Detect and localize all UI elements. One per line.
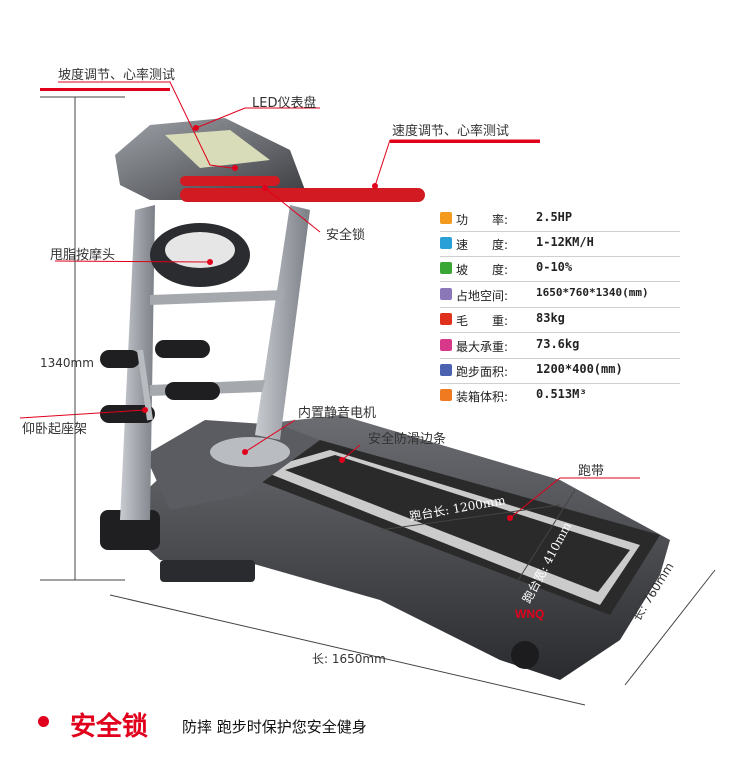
callout-belt: 跑带 (578, 464, 605, 479)
situp-pad-mid (165, 382, 220, 400)
spec-label: 坡 度: (456, 263, 509, 277)
wheel (511, 641, 539, 669)
load-icon (440, 339, 452, 351)
callout-safety-key: 安全锁 (326, 228, 366, 243)
callout-speed-hr: 速度调节、心率测试 (392, 124, 510, 139)
spec-label: 功 率: (456, 213, 509, 227)
motor-hood-accent (210, 437, 290, 467)
bottom-title: 安全锁 (70, 712, 149, 742)
spec-value: 73.6kg (536, 337, 580, 351)
spec-row-speed: 速 度: 1-12KM/H (440, 233, 680, 257)
brand-logo: WNQ (515, 607, 544, 621)
dimension-height: 1340mm (40, 356, 94, 370)
spec-value: 1200*400(mm) (536, 362, 623, 376)
belt-area-icon (440, 364, 452, 376)
spec-row-footprint: 占地空间: 1650*760*1340(mm) (440, 284, 680, 308)
spec-value: 0.513M³ (536, 387, 587, 401)
situp-pad-top (155, 340, 210, 358)
right-upright (255, 205, 310, 440)
led-screen (165, 130, 270, 168)
situp-pad-bottom (100, 405, 155, 423)
bullet-dot-icon (38, 716, 49, 727)
spec-label: 占地空间: (456, 289, 509, 303)
spec-label: 毛 重: (456, 314, 509, 328)
spec-row-power: 功 率: 2.5HP (440, 208, 680, 232)
callout-incline-hr: 坡度调节、心率测试 (58, 68, 176, 83)
callout-led-panel: LED仪表盘 (252, 96, 317, 111)
handlebar (180, 188, 425, 202)
spec-label: 跑步面积: (456, 365, 509, 379)
dimension-length: 长: 1650mm (312, 652, 386, 666)
spec-value: 0-10% (536, 260, 573, 274)
runner-icon (440, 237, 452, 249)
spec-row-belt-area: 跑步面积: 1200*400(mm) (440, 360, 680, 384)
spec-value: 1650*760*1340(mm) (536, 286, 649, 299)
bottom-subtitle: 防摔 跑步时保护您安全健身 (182, 718, 367, 736)
callout-massager: 甩脂按摩头 (50, 248, 116, 263)
spec-label: 速 度: (456, 238, 509, 252)
spec-label: 装箱体积: (456, 390, 509, 404)
power-icon (440, 212, 452, 224)
box-icon (440, 389, 452, 401)
spec-value: 1-12KM/H (536, 235, 594, 249)
spec-row-incline: 坡 度: 0-10% (440, 258, 680, 282)
spec-row-box-volume: 装箱体积: 0.513M³ (440, 385, 680, 409)
callout-antislip: 安全防滑边条 (368, 432, 447, 447)
spec-label: 最大承重: (456, 340, 509, 354)
weight-icon (440, 313, 452, 325)
incline-icon (440, 262, 452, 274)
footprint-icon (440, 288, 452, 300)
spec-value: 2.5HP (536, 210, 573, 224)
callout-motor: 内置静音电机 (298, 406, 377, 421)
spec-row-max-load: 最大承重: 73.6kg (440, 335, 680, 359)
callout-situp: 仰卧起座架 (22, 422, 88, 437)
spec-value: 83kg (536, 311, 565, 325)
spec-row-weight: 毛 重: 83kg (440, 309, 680, 333)
rear-foot (160, 560, 255, 582)
